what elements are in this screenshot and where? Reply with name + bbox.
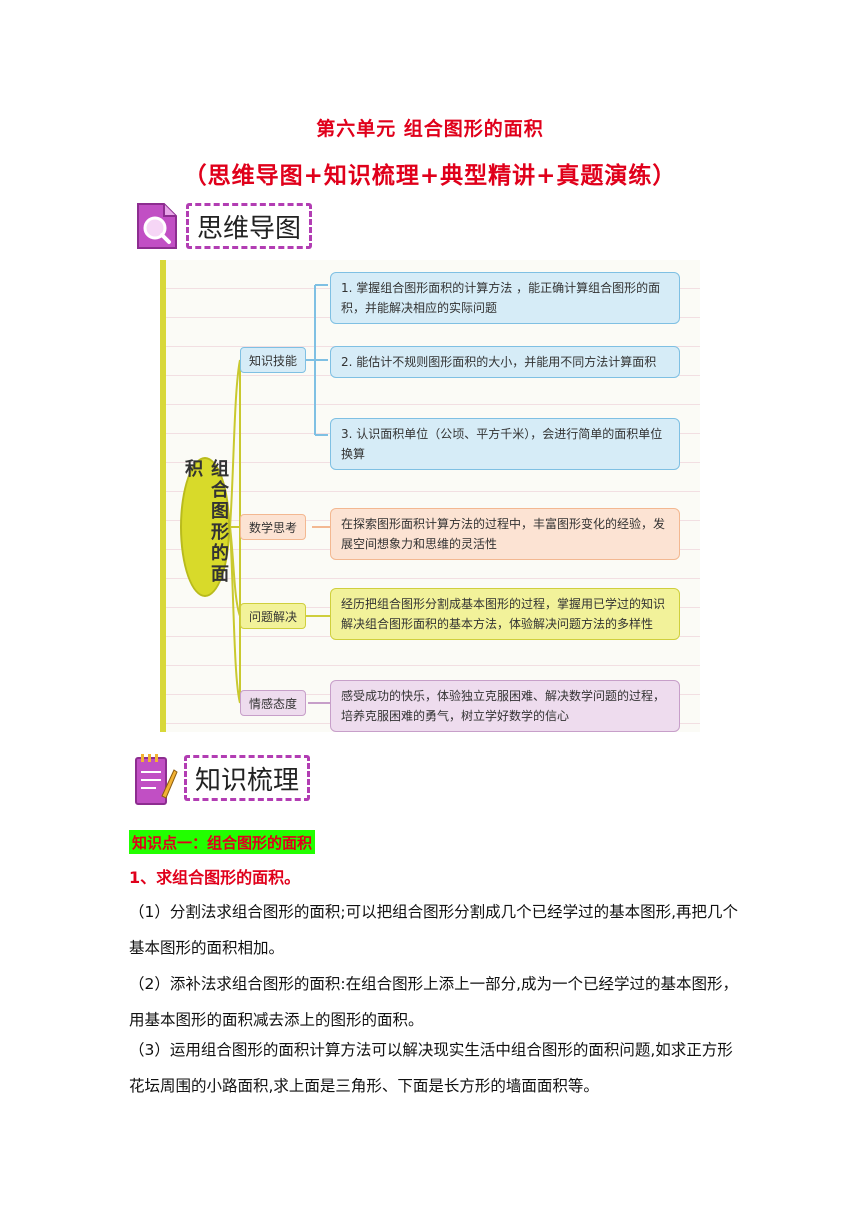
mind-map-category-attitude: 情感态度: [240, 690, 307, 716]
knowledge-section-label: 知识梳理: [184, 755, 311, 801]
mind-map-leaf-problem-solving: 经历把组合图形分割成基本图形的过程，掌握用已学过的知识解决组合图形面积的基本方法…: [330, 588, 680, 640]
mind-map-leaf-attitude: 感受成功的快乐，体验独立克服困难、解决数学问题的过程，培养克服困难的勇气，树立学…: [330, 680, 680, 732]
magnifier-document-icon: [134, 200, 180, 252]
mindmap-section-label: 思维导图: [186, 203, 313, 249]
mind-map-connectors: [229, 284, 330, 704]
document-title: 第六单元 组合图形的面积: [316, 118, 544, 140]
mind-map-category-skills: 知识技能: [240, 347, 307, 373]
mind-map-category-thinking: 数学思考: [240, 514, 307, 540]
mind-map-leaf-skill-3: 3. 认识面积单位（公顷、平方千米），会进行简单的面积单位换算: [330, 418, 680, 470]
knowledge-paragraph-2: （2）添补法求组合图形的面积:在组合图形上添上一部分,成为一个已经学过的基本图形…: [129, 975, 739, 1029]
knowledge-sub-heading: 1、求组合图形的面积。: [129, 868, 301, 887]
mind-map: 组合图形的面积 知识技能 数学思考 问题解决 情感态度 1. 掌握组合图形面积的…: [160, 260, 700, 732]
notebook-pencil-icon: [132, 752, 178, 805]
knowledge-section-badge: 知识梳理: [132, 752, 311, 805]
knowledge-point-heading: 知识点一：组合图形的面积: [129, 830, 316, 854]
document-subtitle: （思维导图+知识梳理+典型精讲+真题演练）: [183, 163, 677, 189]
knowledge-paragraph-1: （1）分割法求组合图形的面积;可以把组合图形分割成几个已经学过的基本图形,再把几…: [129, 903, 739, 957]
mindmap-section-badge: 思维导图: [134, 200, 313, 252]
knowledge-paragraph-3: （3）运用组合图形的面积计算方法可以解决现实生活中组合图形的面积问题,如求正方形…: [129, 1041, 733, 1095]
mind-map-category-problem-solving: 问题解决: [240, 603, 307, 629]
mind-map-leaf-skill-2: 2. 能估计不规则图形面积的大小，并能用不同方法计算面积: [330, 346, 680, 378]
mind-map-leaf-skill-1: 1. 掌握组合图形面积的计算方法 ，能正确计算组合图形的面积，并能解决相应的实际…: [330, 272, 680, 324]
mind-map-leaf-thinking: 在探索图形面积计算方法的过程中，丰富图形变化的经验，发展空间想象力和思维的灵活性: [330, 508, 680, 560]
mind-map-center-label: 组合图形的面积: [182, 459, 229, 585]
mind-map-center-node: 组合图形的面积: [180, 457, 230, 597]
